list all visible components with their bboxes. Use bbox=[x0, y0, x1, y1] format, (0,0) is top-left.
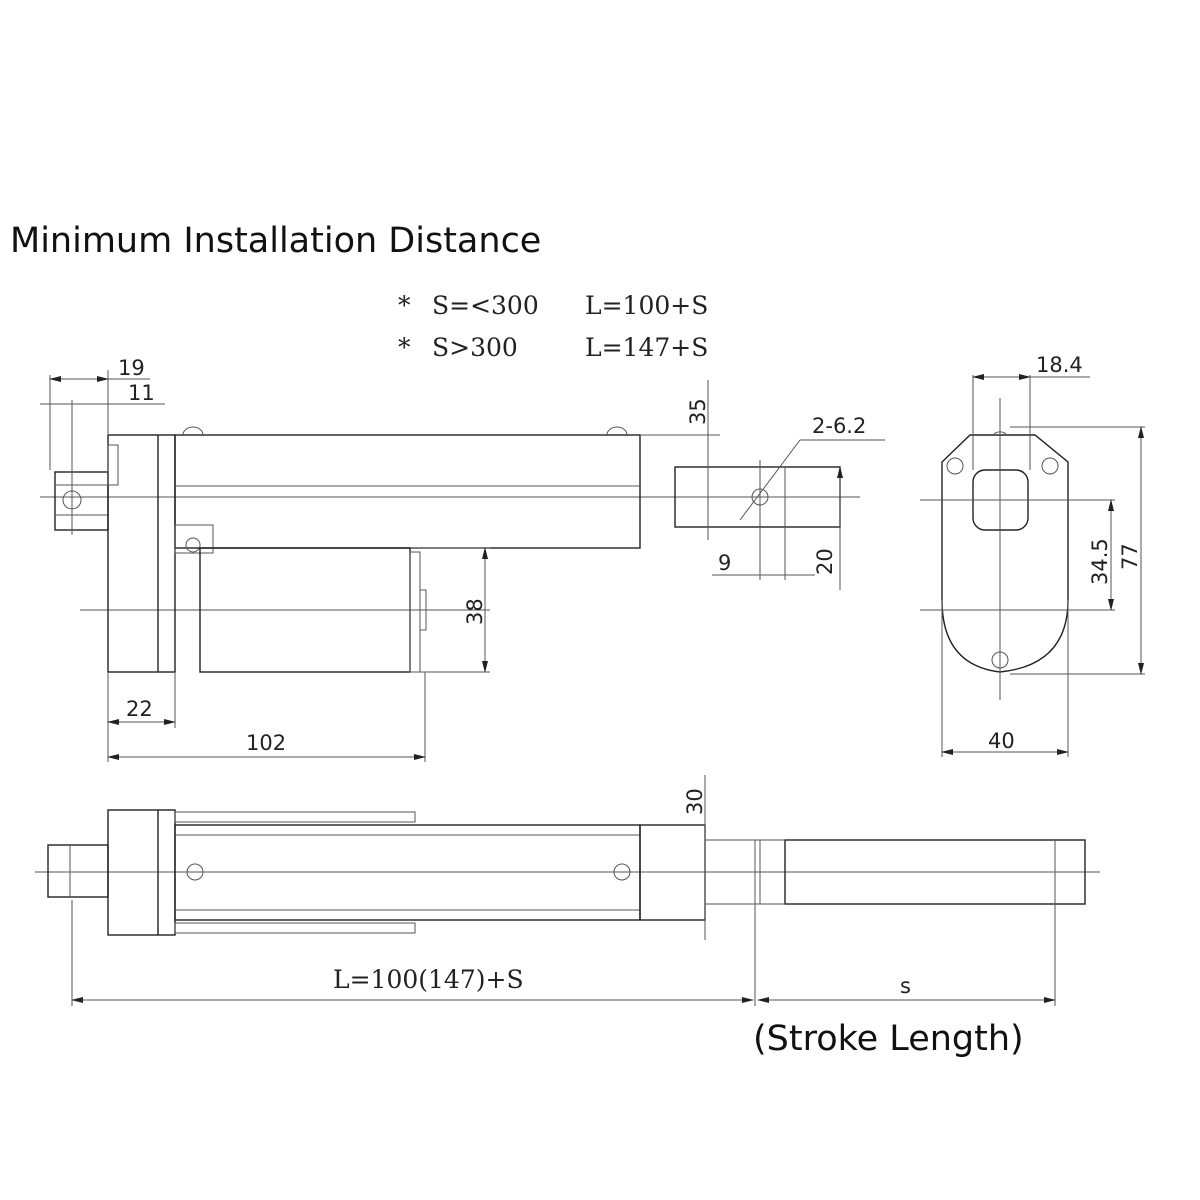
stroke-caption: (Stroke Length) bbox=[753, 1019, 1024, 1059]
svg-text:2-6.2: 2-6.2 bbox=[812, 414, 866, 438]
formula-1: * S=<300 L=100+S bbox=[398, 291, 708, 320]
side-view: 19 11 35 2-6.2 9 20 38 22 102 bbox=[40, 356, 885, 762]
svg-text:34.5: 34.5 bbox=[1088, 538, 1112, 585]
svg-text:22: 22 bbox=[126, 697, 153, 721]
svg-text:*: * bbox=[398, 291, 411, 320]
svg-text:35: 35 bbox=[686, 398, 710, 425]
svg-text:S=<300: S=<300 bbox=[432, 291, 539, 320]
svg-text:s: s bbox=[900, 974, 911, 998]
svg-text:9: 9 bbox=[718, 551, 731, 575]
svg-text:102: 102 bbox=[246, 731, 286, 755]
page-title: Minimum Installation Distance bbox=[10, 221, 541, 261]
svg-text:20: 20 bbox=[813, 548, 837, 575]
svg-text:38: 38 bbox=[463, 598, 487, 625]
svg-text:30: 30 bbox=[683, 788, 707, 815]
svg-text:11: 11 bbox=[128, 381, 155, 405]
svg-text:77: 77 bbox=[1118, 543, 1142, 570]
svg-text:40: 40 bbox=[988, 729, 1015, 753]
top-view: 30 L=100(147)+S s bbox=[35, 775, 1100, 1006]
svg-text:L=147+S: L=147+S bbox=[585, 333, 708, 362]
svg-text:19: 19 bbox=[118, 356, 145, 380]
svg-text:18.4: 18.4 bbox=[1036, 353, 1083, 377]
end-view: 18.4 34.5 77 40 bbox=[920, 353, 1145, 757]
svg-text:S>300: S>300 bbox=[432, 333, 518, 362]
formula-2: * S>300 L=147+S bbox=[398, 333, 708, 362]
svg-text:L=100(147)+S: L=100(147)+S bbox=[333, 965, 524, 994]
svg-text:L=100+S: L=100+S bbox=[585, 291, 708, 320]
svg-text:*: * bbox=[398, 333, 411, 362]
